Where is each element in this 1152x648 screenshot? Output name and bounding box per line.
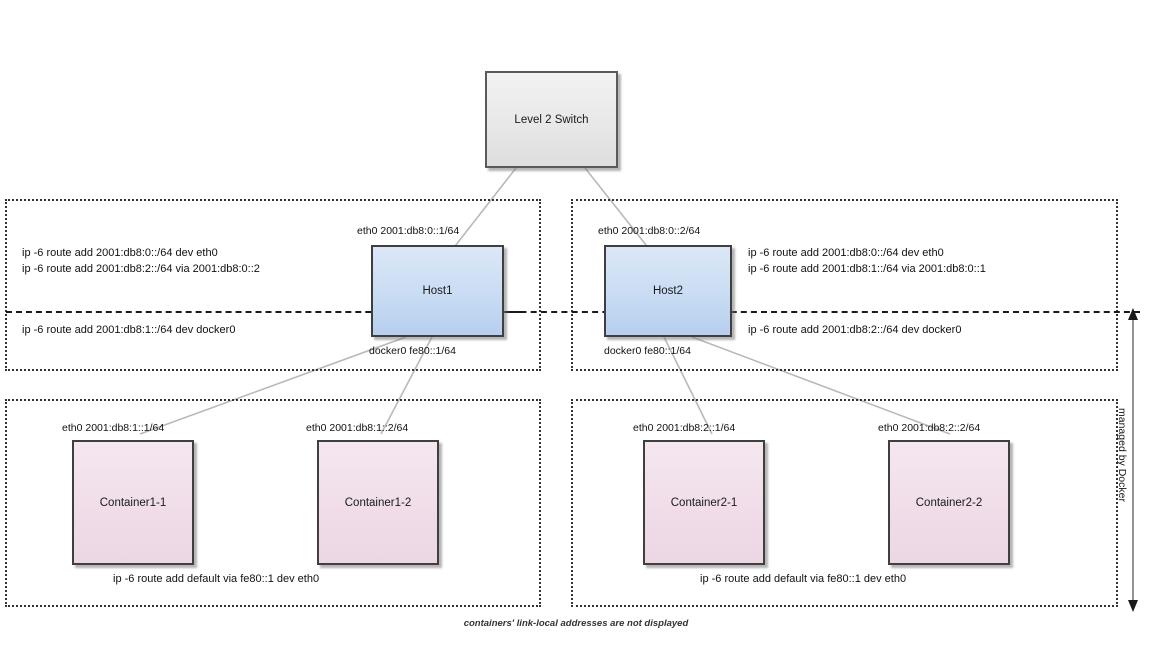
node-label-container1-2: Container1-2 [344,496,412,509]
host2-eth0-label: eth0 2001:db8:0::2/64 [598,225,701,237]
container-group-2-route: ip -6 route add default via fe80::1 dev … [700,573,907,585]
container1-1-eth0-label: eth0 2001:db8:1::1/64 [62,422,165,434]
node-container2-1[interactable]: Container2-1 [643,440,765,565]
managed-by-docker-label: managed by Docker [1116,408,1128,502]
node-label-host1: Host1 [422,285,453,297]
host2-route-below-1: ip -6 route add 2001:db8:2::/64 dev dock… [748,324,962,336]
node-host1[interactable]: Host1 [371,245,504,337]
node-label-host2: Host2 [652,285,684,297]
node-label-switch: Level 2 Switch [514,113,589,126]
boundary-line-middle [500,311,680,313]
node-host2[interactable]: Host2 [604,245,732,337]
node-container1-2[interactable]: Container1-2 [317,440,439,565]
host2-route-above-2: ip -6 route add 2001:db8:1::/64 via 2001… [748,263,986,275]
host1-route-above-1: ip -6 route add 2001:db8:0::/64 dev eth0 [22,247,218,259]
host2-docker0-label: docker0 fe80::1/64 [604,345,691,357]
container-group-2 [571,399,1118,607]
container-group-1-route: ip -6 route add default via fe80::1 dev … [113,573,320,585]
container-group-1 [5,399,541,607]
managed-by-docker-arrow-head-bottom [1128,600,1138,612]
container1-2-eth0-label: eth0 2001:db8:1::2/64 [306,422,409,434]
diagram-caption: containers' link-local addresses are not… [463,618,689,629]
host1-docker0-label: docker0 fe80::1/64 [369,345,456,357]
container2-2-eth0-label: eth0 2001:db8:2::2/64 [878,422,981,434]
node-level2-switch[interactable]: Level 2 Switch [485,71,618,168]
node-container2-2[interactable]: Container2-2 [888,440,1010,565]
managed-by-docker-arrow-head-top [1128,308,1138,320]
host1-route-above-2: ip -6 route add 2001:db8:2::/64 via 2001… [22,263,260,275]
host1-eth0-label: eth0 2001:db8:0::1/64 [357,225,460,237]
node-container1-1[interactable]: Container1-1 [72,440,194,565]
host2-route-above-1: ip -6 route add 2001:db8:0::/64 dev eth0 [748,247,944,259]
host-group-2 [571,199,1118,371]
boundary-line-left [6,311,521,313]
node-label-container2-1: Container2-1 [670,496,738,509]
boundary-line-right [640,311,1140,313]
host1-route-below-1: ip -6 route add 2001:db8:1::/64 dev dock… [22,324,236,336]
host-group-1 [5,199,541,371]
node-label-container2-2: Container2-2 [915,496,983,509]
node-label-container1-1: Container1-1 [99,496,167,509]
container2-1-eth0-label: eth0 2001:db8:2::1/64 [633,422,736,434]
